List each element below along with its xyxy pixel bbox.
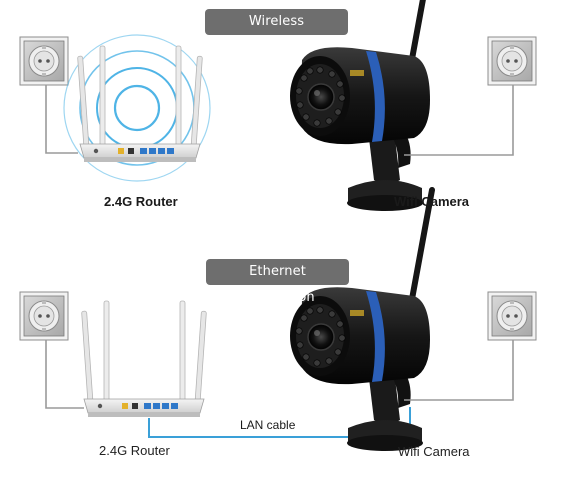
ethernet-connection-title: Ethernet Connection xyxy=(206,259,349,305)
router-power-cable xyxy=(45,340,84,409)
power-outlet-icon xyxy=(19,36,69,86)
router-icon xyxy=(81,300,207,418)
ethernet-camera-label: Wifi Camera xyxy=(398,444,470,459)
power-outlet-icon xyxy=(487,291,537,341)
camera-power-cable xyxy=(404,85,514,156)
lan-cable-label: LAN cable xyxy=(240,418,296,432)
router-power-cable xyxy=(45,85,78,154)
wireless-camera-label: Wifi Camera xyxy=(394,194,470,209)
power-outlet-icon xyxy=(19,291,69,341)
wireless-connection-title: Wireless Connection xyxy=(205,9,348,55)
wireless-router-label: 2.4G Router xyxy=(104,194,178,209)
lan-cable-line xyxy=(148,407,411,438)
ethernet-router-label: 2.4G Router xyxy=(99,443,170,458)
power-outlet-icon xyxy=(487,36,537,86)
camera-power-cable xyxy=(404,340,514,401)
